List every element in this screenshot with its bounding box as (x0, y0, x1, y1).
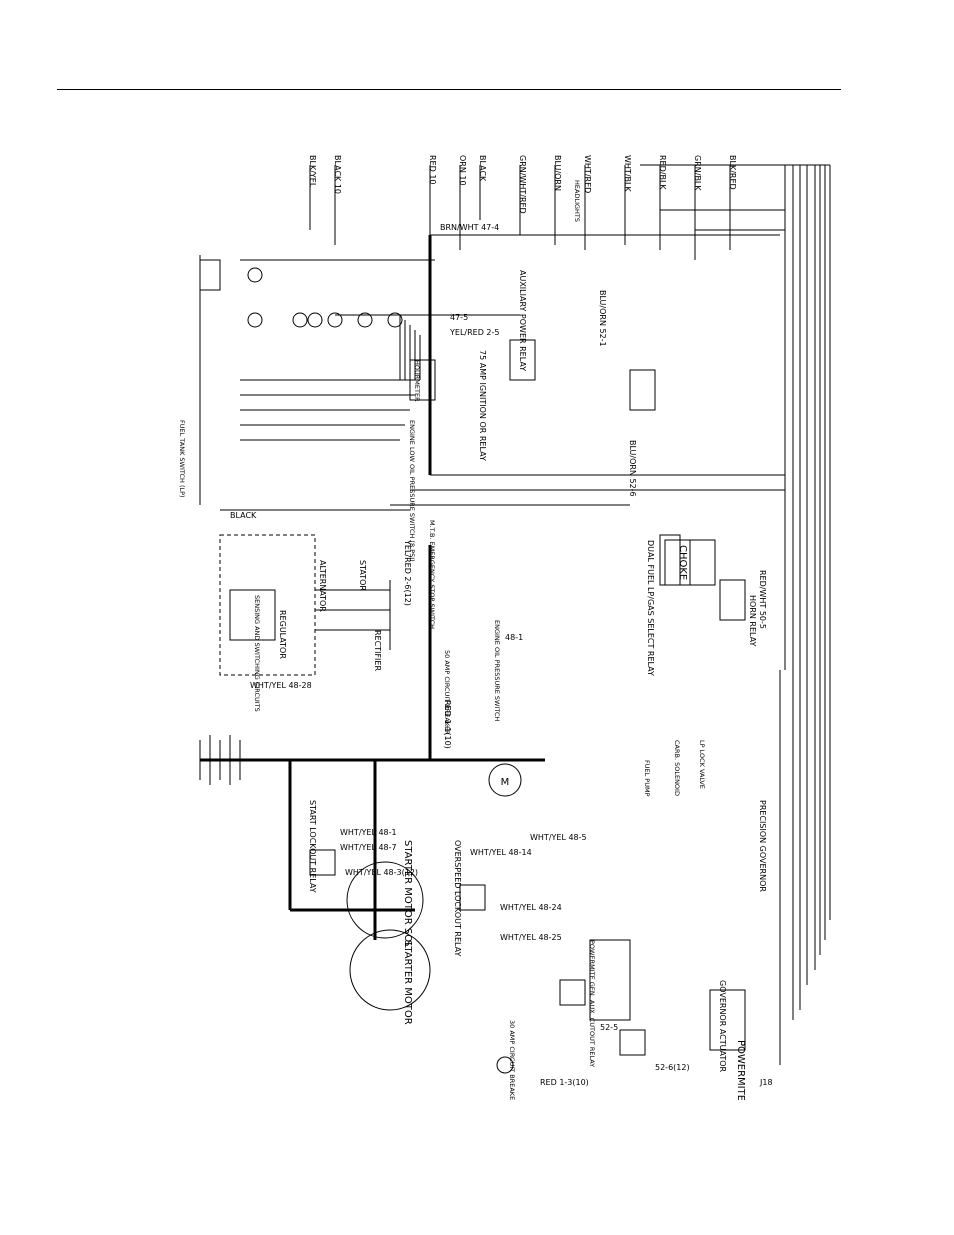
powermite-generator-label: POWERMITE GENERATOR (735, 1040, 746, 1100)
start-lockout-label: START LOCKOUT RELAY (308, 800, 317, 893)
wire-label: WHT/YEL 48-14 (470, 848, 532, 857)
oil-pressure-switch-label: ENGINE OIL PRESSURE SWITCH (493, 620, 501, 722)
wire-label: 52-6(12) (655, 1063, 690, 1072)
rectifier-label: RECTIFIER (373, 630, 382, 671)
stator-label: STATOR (358, 560, 367, 591)
hourmeter-label: HOURMETER (413, 360, 421, 402)
ignition-relay-label: 75 AMP IGNITION OR RELAY (478, 350, 487, 461)
wire-label: 52-5 (600, 1023, 618, 1032)
wire-label: RED/WHT 50-5 (758, 570, 767, 629)
wire-label: GRN/WHT/RED (518, 155, 527, 214)
wire-label: WHT/YEL 48-5 (530, 833, 587, 842)
wire-label: BLACK 10 (333, 155, 342, 194)
circuit-breaker-50-label: 50 AMP CIRCUIT BREAKER (443, 650, 451, 735)
sensing-label: SENSING AND SWITCHING CIRCUITS (253, 595, 261, 712)
header-rule (57, 89, 841, 90)
wire-label: YEL/RED 2-6(12) (403, 539, 412, 606)
overspeed-relay-label: OVERSPEED LOCKOUT RELAY (453, 840, 462, 957)
wire-label: BLU/ORN 52-6 (628, 440, 637, 497)
wire-label: ORN 10 (458, 155, 467, 186)
circuit-breaker-30-label: 30 AMP CIRCUIT BREAKER (508, 1020, 516, 1100)
wire-label: YEL/RED 2-5 (449, 328, 499, 337)
alternator-label: ALTERNATOR (318, 560, 327, 612)
lp-valve-label: LP LOCK VALVE (698, 740, 706, 789)
connector-label: J18 (759, 1078, 773, 1087)
wire-label: WHT/YEL 48-7 (340, 843, 397, 852)
wire-label: WHT/YEL 48-1 (340, 828, 397, 837)
wire-label: BRN/WHT 47-4 (440, 223, 499, 232)
motor-symbol: M (501, 777, 510, 788)
wire-label: WHT/YEL 48-3(12) (345, 868, 418, 877)
powermite-relay-label: POWERMITE GEN. AUX. CUTOUT RELAY (588, 940, 596, 1067)
wire-label: WHT/YEL 48-28 (250, 681, 312, 690)
wire-label: BLK/YEL (308, 155, 317, 188)
governor-label: PRECISION GOVERNOR (758, 800, 767, 892)
horn-relay-label: HORN RELAY (748, 595, 757, 647)
starter-motor-sol-label: STARTER MOTOR SOL. (402, 840, 413, 951)
governor-actuator-label: GOVERNOR ACTUATOR (718, 980, 727, 1073)
mtb-emergency-label: M.T.B. EMERGENCY STOP SWITCH (428, 520, 436, 629)
wire-label: 47-5 (450, 313, 468, 322)
low-oil-switch-label: ENGINE LOW OIL PRESSURE SWITCH (8 PSI) (408, 420, 416, 562)
wire-label: RED 1-1(10) (443, 700, 452, 749)
fuel-pump-label: FUEL PUMP (643, 760, 651, 797)
wire-label: WHT/RED (583, 155, 592, 193)
regulator-label: REGULATOR (278, 610, 287, 659)
wire-label: BLACK (478, 155, 487, 182)
wire-label: RED 1-3(10) (540, 1078, 589, 1087)
wire-label: BLK/RED (728, 155, 737, 190)
headlights-label: HEADLIGHTS (573, 180, 581, 222)
wire-label: BLU/ORN 52-1 (598, 290, 607, 347)
carb-solenoid-label: CARB. SOLENOID (673, 740, 681, 796)
wire-label: BLU/ORN (553, 155, 562, 191)
wire-label: 48-1 (505, 633, 523, 642)
wire-label: WHT/YEL 48-24 (500, 903, 562, 912)
wire-label: GRN/BLK (693, 155, 702, 191)
wire-label: RED/BLK (658, 155, 667, 190)
aux-power-relay-label: AUXILIARY POWER RELAY (518, 270, 527, 371)
choke-label: CHOKE (677, 545, 688, 580)
starter-motor-label: STARTER MOTOR (402, 940, 413, 1025)
wire-label: BLACK (230, 511, 257, 520)
dual-fuel-label: DUAL FUEL LP/GAS SELECT RELAY (646, 540, 655, 676)
wire-label: WHT/BLK (623, 155, 632, 192)
wiring-diagram: BLU/ORN WHT/RED WHT/BLK RED/BLK GRN/BLK … (178, 155, 831, 1100)
fuel-tank-switch-label: FUEL TANK SWITCH (LP) (178, 420, 186, 498)
wire-label: WHT/YEL 48-25 (500, 933, 562, 942)
wire-label: RED 10 (428, 155, 437, 185)
